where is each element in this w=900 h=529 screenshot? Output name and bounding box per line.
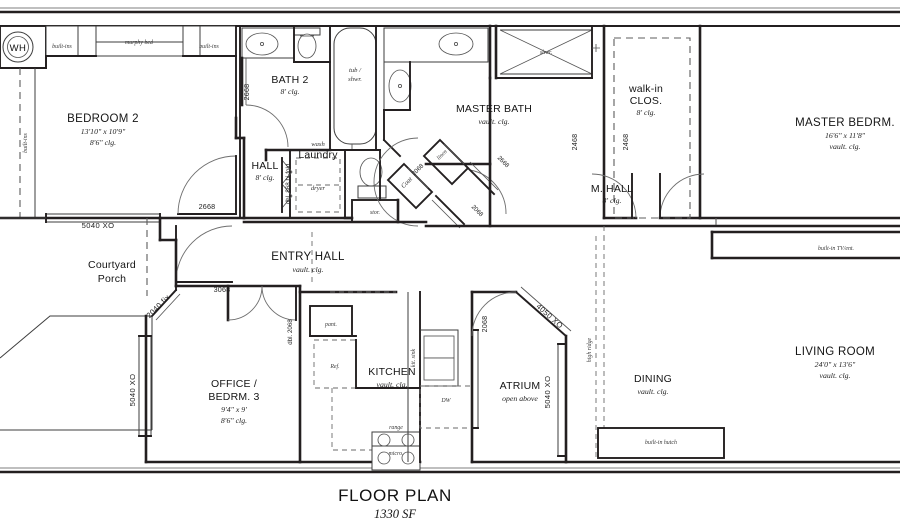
room-label-courtyard-1: Courtyard <box>88 259 136 271</box>
door-label-entry: 3068 <box>214 285 231 294</box>
room-clg-bedroom2: 8'6" clg. <box>90 138 116 147</box>
room-label-walkin-2: CLOS. <box>630 95 663 107</box>
door-label-bedroom2: 2668 <box>199 202 216 211</box>
dishwasher-label: DW <box>440 398 451 404</box>
built-in-hutch-label: built-in hutch <box>645 440 677 446</box>
window-label-bedroom2: 5040 XO <box>82 221 115 230</box>
door-label-closet-right: 2468 <box>621 134 630 151</box>
room-label-office-1: OFFICE / <box>211 378 257 390</box>
room-clg-bath2: 8' clg. <box>281 87 300 96</box>
drawing-area: 1330 SF <box>374 507 416 521</box>
room-label-hall: HALL <box>251 160 278 172</box>
room-clg-hall: 8' clg. <box>256 173 275 182</box>
room-label-courtyard-2: Porch <box>98 273 126 285</box>
room-label-bedroom2: BEDROOM 2 <box>67 113 139 125</box>
room-label-m-hall: M. HALL <box>591 183 633 195</box>
door-label-bath2: 2668 <box>242 84 251 101</box>
room-dim-living-room: 24'0" x 13'6" <box>815 360 856 369</box>
built-in-tv-label: built-in TV/ent. <box>818 246 854 252</box>
room-clg-entry-hall: vault. clg. <box>293 265 324 274</box>
room-label-kitchen: KITCHEN <box>368 366 416 378</box>
room-label-master-bedrm: MASTER BEDRM. <box>795 117 895 129</box>
room-clg-kitchen: vault. clg. <box>377 380 408 389</box>
room-dim-master-bedrm: 16'6" x 11'8" <box>825 131 866 140</box>
room-label-dining: DINING <box>634 373 672 385</box>
room-dim-office: 9'4" x 9' <box>221 405 247 414</box>
room-clg-master-bedrm: vault. clg. <box>830 142 861 151</box>
fixture-label-wash: wash <box>311 141 325 148</box>
door-label-atrium: 2068 <box>480 316 489 333</box>
fixture-label-dryer: dryer <box>311 185 326 192</box>
room-dim-bedroom2: 13'10" x 10'9" <box>81 127 126 136</box>
window-label-atrium-east: 5040 XO <box>543 376 552 409</box>
door-label-laundry-bifold: dbl. 868 bi-fold <box>285 163 292 204</box>
tub-shower-label-2: shwr. <box>348 76 362 83</box>
room-clg-master-bath: vault. clg. <box>479 117 510 126</box>
water-heater-label: WH <box>10 43 27 54</box>
room-label-walkin-1: walk-in <box>628 83 663 95</box>
room-label-master-bath: MASTER BATH <box>456 103 532 115</box>
builtins-label-vertical: built-ins <box>23 132 29 152</box>
room-label-bath2: BATH 2 <box>271 74 308 86</box>
room-label-laundry: Laundry <box>298 149 338 161</box>
room-note-atrium: open above <box>502 394 538 403</box>
room-clg-m-hall: 8' clg. <box>603 196 622 205</box>
room-clg-living-room: vault. clg. <box>820 371 851 380</box>
builtins-label-right: built-ins <box>199 44 219 50</box>
shower-label: shwr. <box>540 50 552 56</box>
pantry-label: pant. <box>324 322 337 328</box>
room-clg-walkin: 8' clg. <box>637 108 656 117</box>
door-label-office: dbl. 2068 <box>287 319 294 345</box>
kitchen-sink-label: kit. sink <box>411 348 417 367</box>
range-label: range <box>389 425 403 431</box>
room-label-living-room: LIVING ROOM <box>795 346 875 358</box>
builtins-label-left: built-ins <box>52 44 72 50</box>
room-clg-office: 8'6" clg. <box>221 416 247 425</box>
window-label-office: 5040 XO <box>128 374 137 407</box>
microwave-label: micro. <box>389 451 404 457</box>
room-label-office-2: BEDRM. 3 <box>208 391 259 403</box>
refrigerator-label: Ref. <box>329 363 339 370</box>
room-label-atrium: ATRIUM <box>500 380 541 392</box>
room-clg-dining: vault. clg. <box>638 387 669 396</box>
door-label-closet-left: 2468 <box>570 134 579 151</box>
tub-shower-label-1: tub / <box>349 67 362 74</box>
high-ridge-label: high ridge <box>587 337 593 362</box>
drawing-title: FLOOR PLAN <box>338 486 452 505</box>
room-label-entry-hall: ENTRY HALL <box>271 251 345 263</box>
storage-label: stor. <box>370 210 380 216</box>
murphy-bed-label: murphy bed <box>125 40 153 46</box>
